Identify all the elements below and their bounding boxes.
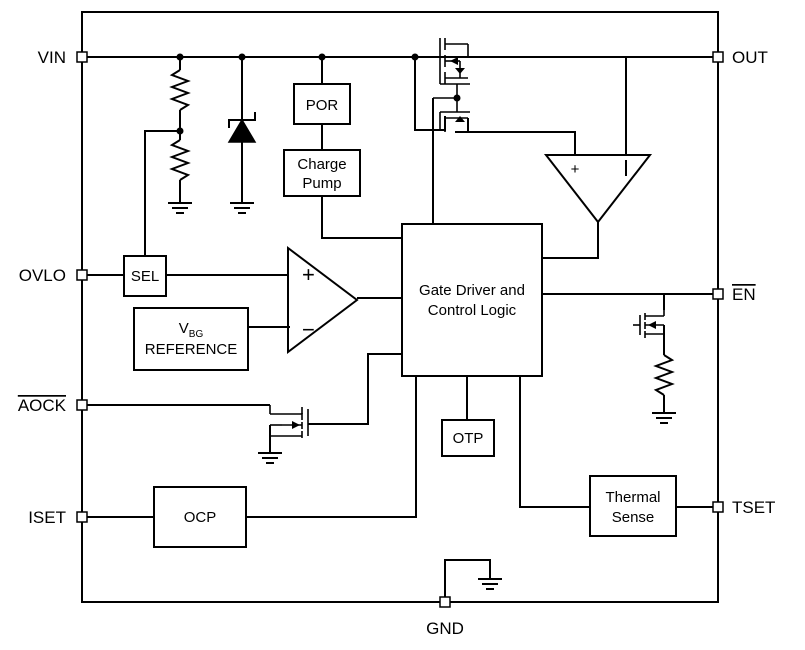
aock-fet: [258, 405, 309, 464]
en-label: EN: [732, 285, 756, 304]
por-label: POR: [306, 97, 339, 114]
svg-text:+: +: [571, 161, 580, 178]
en-pin: [712, 288, 724, 300]
aock-pin: [76, 399, 88, 411]
otp-block: [441, 419, 495, 457]
gate-driver-control-logic: [401, 223, 543, 377]
thermal-sense-block: [589, 475, 677, 537]
charge-pump-label-line2: Pump: [302, 175, 341, 192]
thermal-sense-label-line2: Sense: [612, 509, 655, 526]
otp-label: OTP: [453, 430, 484, 447]
vin-rail: [82, 53, 718, 61]
ocp-label: OCP: [184, 509, 217, 526]
tset-label: TSET: [732, 498, 775, 517]
ovlo-pin: [76, 269, 88, 281]
vbg-reference-label-line2: REFERENCE: [145, 341, 238, 358]
gnd-label: GND: [426, 619, 464, 638]
por-block: [293, 83, 351, 125]
en-pulldown-fet: [633, 294, 676, 424]
current-comparator: +: [542, 154, 653, 259]
sel-label: SEL: [131, 268, 159, 285]
resistor-divider: [144, 57, 192, 256]
thermal-sense-label-line1: Thermal: [605, 489, 660, 506]
vbg-reference-label-line1: VBG: [179, 320, 204, 340]
charge-pump-label-line1: Charge: [297, 156, 346, 173]
vin-label: VIN: [38, 48, 66, 67]
out-pin: [712, 51, 724, 63]
pass-fet-pair: [414, 38, 576, 155]
device-outline: [81, 11, 719, 603]
svg-text:−: −: [302, 317, 315, 342]
ocp-block: [153, 486, 247, 548]
gnd-pin: [439, 596, 451, 608]
iset-pin: [76, 511, 88, 523]
gate-driver-label-line1: Gate Driver and: [419, 282, 525, 299]
iset-label: ISET: [28, 508, 66, 527]
svg-text:+: +: [302, 262, 315, 287]
gate-driver-label-line2: Control Logic: [428, 302, 517, 319]
zener-diode: [227, 57, 257, 214]
aock-label: AOCK: [18, 396, 67, 415]
ovlo-label: OVLO: [19, 266, 66, 285]
vin-pin: [76, 51, 88, 63]
vbg-reference-block: [133, 307, 249, 371]
out-label: OUT: [732, 48, 768, 67]
tset-pin: [712, 501, 724, 513]
gnd-connection: [444, 559, 502, 602]
charge-pump-block: [283, 149, 361, 197]
ovlo-comparator: + −: [287, 245, 402, 355]
